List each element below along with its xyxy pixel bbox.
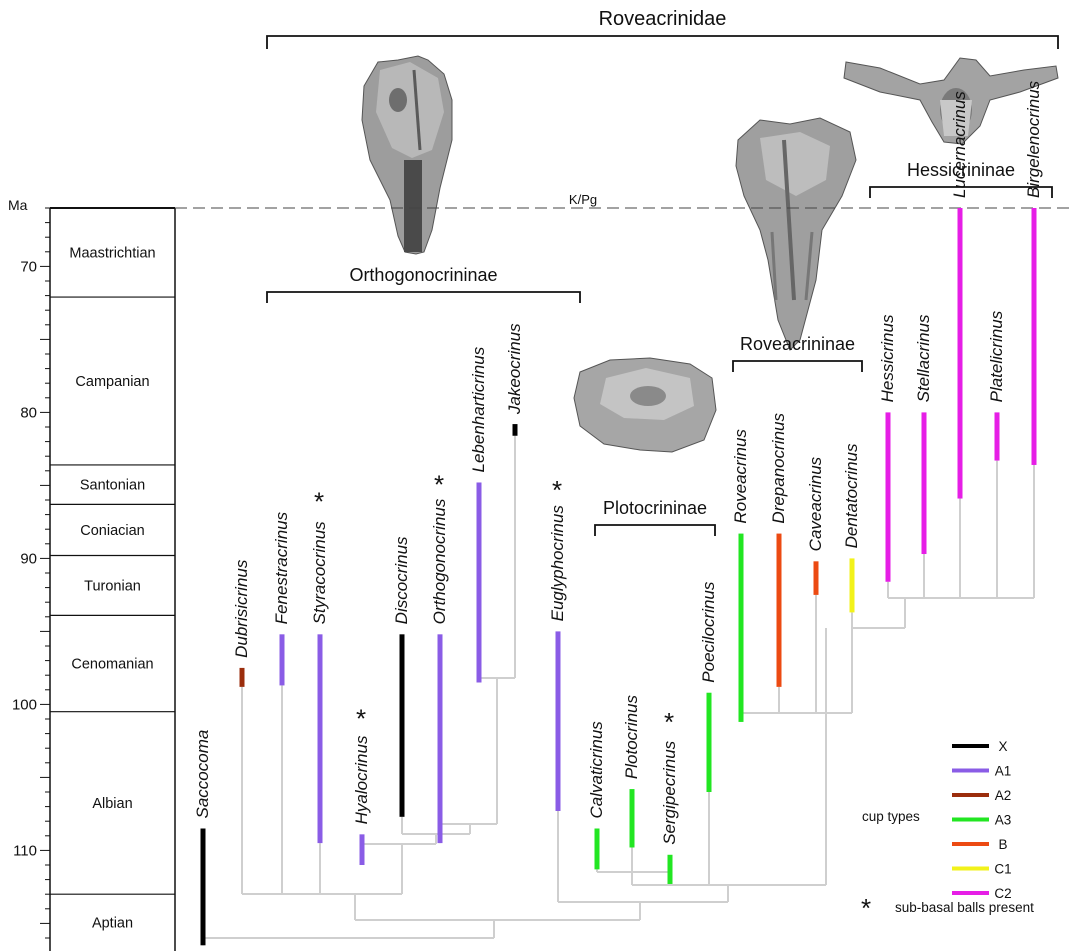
legend-asterisk: * — [861, 893, 871, 923]
fossil-image-roveacrininae — [735, 117, 857, 351]
range-bar-jakeocrinus — [512, 424, 518, 436]
range-bar-sergipecrinus — [667, 854, 673, 884]
legend-title: cup types — [862, 809, 920, 824]
fossil-image-orthogonocrininae — [361, 55, 453, 255]
range-bar-euglyphocrinus — [555, 631, 561, 811]
taxon-label-dubrisicrinus: Dubrisicrinus — [232, 559, 251, 658]
fossil-image-hessicrininae — [843, 57, 1059, 145]
stage-label: Campanian — [75, 374, 149, 390]
range-bar-styracocrinus — [317, 634, 323, 844]
axis-unit-label: Ma — [8, 197, 28, 213]
subfamily-hessicrininae-bracket — [869, 186, 1053, 198]
subbasal-balls-asterisk: * — [356, 704, 366, 734]
range-bar-birgelenocrinus — [1031, 208, 1037, 465]
taxon-label-hyalocrinus: Hyalocrinus — [352, 735, 371, 824]
range-bar-plotocrinus — [629, 789, 635, 848]
range-bar-platelicrinus — [994, 412, 1000, 461]
range-bar-hyalocrinus — [359, 834, 365, 865]
range-bar-fenestracrinus — [279, 634, 285, 686]
axis-tick-label: 100 — [12, 696, 37, 713]
kpg-label: K/Pg — [569, 192, 597, 207]
taxon-label-caveacrinus: Caveacrinus — [806, 456, 825, 551]
taxon-label-roveacrinus: Roveacrinus — [731, 429, 750, 524]
family-roveacrinidae-bracket — [266, 35, 1059, 49]
stage-label: Cenomanian — [71, 657, 153, 673]
taxon-label-lucernacrinus: Lucernacrinus — [950, 91, 969, 198]
stage-label: Turonian — [84, 578, 141, 594]
taxon-label-platelicrinus: Platelicrinus — [987, 310, 1006, 402]
subfamily-hessicrininae-label: Hessicrininae — [907, 160, 1015, 180]
taxon-label-drepanocrinus: Drepanocrinus — [769, 413, 788, 524]
taxon-label-lebenharticrinus: Lebenharticrinus — [469, 346, 488, 472]
taxon-label-orthogonocrinus: Orthogonocrinus — [430, 498, 449, 624]
axis-tick-label: 90 — [20, 550, 37, 567]
subbasal-balls-asterisk: * — [434, 469, 444, 499]
taxon-label-saccocoma: Saccocoma — [193, 730, 212, 819]
legend-balls-label: sub-basal balls present — [895, 900, 1034, 915]
range-bar-lebenharticrinus — [476, 482, 482, 683]
taxon-label-discocrinus: Discocrinus — [392, 536, 411, 624]
legend-code-c1: C1 — [994, 862, 1011, 877]
subfamily-plotocrininae-label: Plotocrininae — [603, 498, 707, 518]
taxon-label-dentatocrinus: Dentatocrinus — [842, 443, 861, 548]
axis-tick-label: 70 — [20, 258, 37, 275]
tree-branches — [202, 435, 1035, 946]
subfamily-orthogonocrininae-label: Orthogonocrininae — [349, 265, 497, 285]
range-bar-lucernacrinus — [957, 208, 963, 499]
subfamily-plotocrininae-bracket — [594, 524, 716, 536]
subbasal-balls-asterisk: * — [552, 475, 562, 505]
legend-code-a2: A2 — [995, 788, 1012, 803]
subbasal-balls-asterisk: * — [314, 487, 324, 517]
stage-label: Coniacian — [80, 523, 145, 539]
range-bar-saccocoma — [200, 828, 206, 946]
subfamily-roveacrininae-bracket — [732, 360, 863, 372]
taxon-label-poecilocrinus: Poecilocrinus — [699, 581, 718, 683]
legend-code-b: B — [998, 837, 1007, 852]
range-bar-drepanocrinus — [776, 533, 782, 687]
range-bar-hessicrinus — [885, 412, 891, 582]
range-bar-stellacrinus — [921, 412, 927, 555]
stage-label: Santonian — [80, 478, 145, 494]
range-bar-dubrisicrinus — [239, 667, 245, 687]
taxon-label-sergipecrinus: Sergipecrinus — [660, 740, 679, 844]
taxon-label-hessicrinus: Hessicrinus — [878, 314, 897, 402]
fossil-image-plotocrininae — [573, 357, 717, 453]
taxon-label-plotocrinus: Plotocrinus — [622, 694, 641, 779]
taxon-label-jakeocrinus: Jakeocrinus — [505, 323, 524, 415]
axis-tick-label: 110 — [13, 842, 37, 859]
stage-label: Aptian — [92, 916, 133, 932]
stage-label: Maastrichtian — [69, 246, 155, 262]
family-roveacrinidae-label: Roveacrinidae — [599, 8, 727, 30]
taxon-label-styracocrinus: Styracocrinus — [310, 521, 329, 624]
subbasal-balls-asterisk: * — [664, 707, 674, 737]
legend-code-a3: A3 — [995, 813, 1012, 828]
taxon-label-euglyphocrinus: Euglyphocrinus — [548, 505, 567, 622]
subfamily-orthogonocrininae-bracket — [266, 291, 581, 303]
taxon-label-stellacrinus: Stellacrinus — [914, 314, 933, 402]
range-bar-poecilocrinus — [706, 692, 712, 792]
axis-tick-label: 80 — [20, 404, 37, 421]
subfamily-roveacrininae-label: Roveacrininae — [740, 334, 855, 354]
range-bar-caveacrinus — [813, 561, 819, 595]
taxon-label-calvaticrinus: Calvaticrinus — [587, 721, 606, 819]
range-bar-calvaticrinus — [594, 828, 600, 870]
range-bar-dentatocrinus — [849, 558, 855, 613]
legend-code-x: X — [998, 739, 1007, 754]
taxon-label-birgelenocrinus: Birgelenocrinus — [1024, 80, 1043, 198]
legend-code-a1: A1 — [995, 764, 1012, 779]
range-bar-orthogonocrinus — [437, 634, 443, 844]
taxon-label-fenestracrinus: Fenestracrinus — [272, 511, 291, 624]
legend-code-c2: C2 — [994, 886, 1011, 901]
range-bar-roveacrinus — [738, 533, 744, 722]
stage-label: Albian — [92, 796, 132, 812]
range-bar-discocrinus — [399, 634, 405, 817]
